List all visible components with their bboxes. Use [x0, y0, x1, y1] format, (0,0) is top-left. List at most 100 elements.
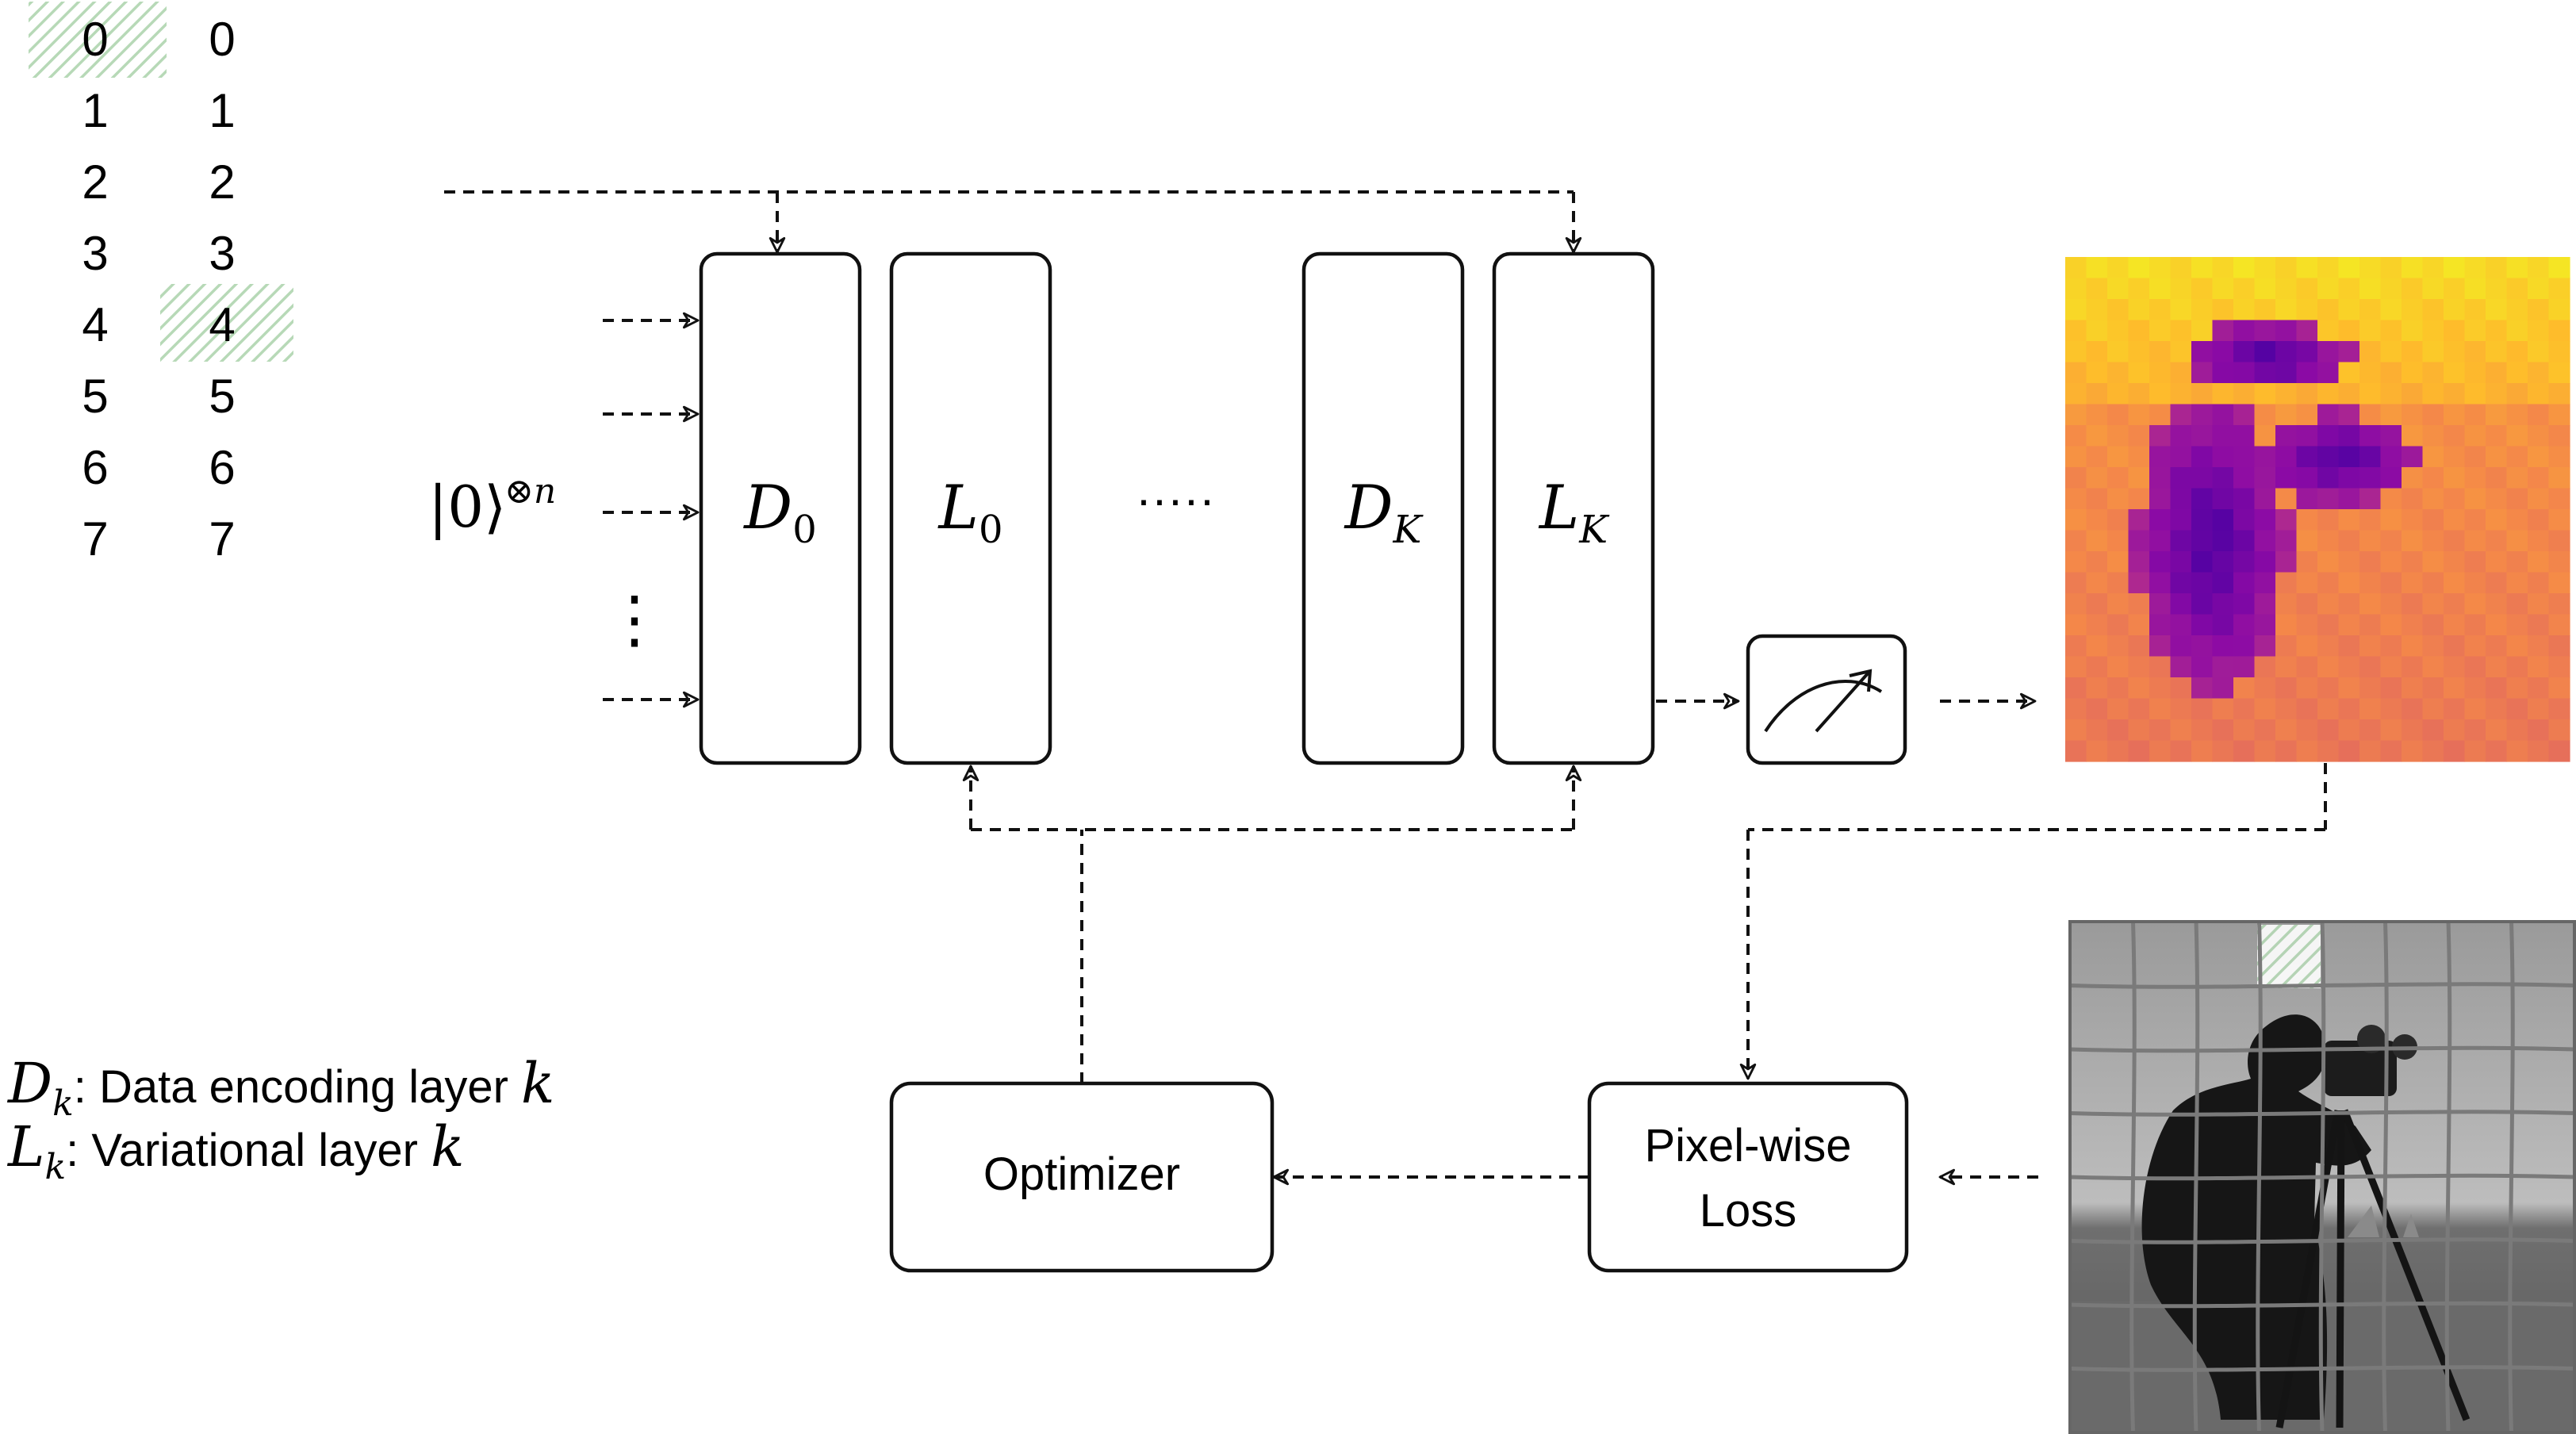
heatmap-cell — [2149, 383, 2172, 405]
heatmap-cell — [2275, 635, 2298, 658]
heatmap-cell — [2402, 383, 2424, 405]
heatmap-cell — [2548, 530, 2570, 552]
heatmap-cell — [2359, 341, 2382, 363]
heatmap-cell — [2444, 278, 2466, 300]
heatmap-cell — [2486, 677, 2508, 700]
heatmap-cell — [2107, 635, 2129, 658]
heatmap-cell — [2380, 446, 2402, 468]
heatmap-cell — [2191, 740, 2214, 762]
data-feed-lines — [444, 190, 1582, 254]
heatmap-cell — [2380, 404, 2402, 426]
optimizer-label: Optimizer — [983, 1148, 1180, 1200]
heatmap-cell — [2486, 383, 2508, 405]
layer-label-l0: L0 — [937, 472, 1002, 552]
heatmap-cell — [2380, 383, 2402, 405]
heatmap-cell — [2212, 257, 2234, 279]
heatmap-cell — [2254, 509, 2276, 531]
heatmap-cell — [2170, 530, 2192, 552]
heatmap-cell — [2338, 740, 2360, 762]
output-heatmap — [2065, 257, 2570, 762]
heatmap-cell — [2528, 362, 2550, 384]
heatmap-cell — [2233, 509, 2256, 531]
heatmap-cell — [2548, 488, 2570, 510]
heatmap-cell — [2380, 572, 2402, 594]
heatmap-cell — [2149, 740, 2172, 762]
photo-grid-line — [2069, 1301, 2575, 1309]
heatmap-cell — [2317, 509, 2340, 531]
heatmap-cell — [2528, 656, 2550, 678]
heatmap-cell — [2254, 446, 2276, 468]
heatmap-cell — [2464, 635, 2486, 658]
heatmap-cell — [2444, 677, 2466, 700]
heatmap-cell — [2254, 362, 2276, 384]
heatmap-cell — [2065, 572, 2087, 594]
layer-box-d0 — [699, 251, 862, 765]
heatmap-cell — [2338, 698, 2360, 720]
heatmap-cell — [2149, 362, 2172, 384]
heatmap-cell — [2422, 698, 2444, 720]
heatmap-cell — [2359, 320, 2382, 342]
heatmap-cell — [2296, 572, 2318, 594]
heatmap-cell — [2191, 278, 2214, 300]
heatmap-cell — [2359, 677, 2382, 700]
heatmap-cell — [2486, 446, 2508, 468]
heatmap-cell — [2107, 677, 2129, 700]
heatmap-cell — [2464, 467, 2486, 489]
heatmap-cell — [2107, 299, 2129, 321]
heatmap-cell — [2107, 425, 2129, 447]
heatmap-cell — [2296, 719, 2318, 742]
heatmap-cell — [2296, 320, 2318, 342]
heatmap-cell — [2402, 341, 2424, 363]
heatmap-cell — [2170, 656, 2192, 678]
heatmap-cell — [2191, 425, 2214, 447]
heatmap-cell — [2086, 572, 2108, 594]
heatmap-cell — [2528, 551, 2550, 573]
heatmap-cell — [2128, 551, 2150, 573]
heatmap-cell — [2233, 257, 2256, 279]
heatmap-cell — [2296, 467, 2318, 489]
heatmap-cell — [2107, 698, 2129, 720]
heatmap-cell — [2065, 698, 2087, 720]
heatmap-cell — [2402, 551, 2424, 573]
heatmap-cell — [2107, 278, 2129, 300]
heatmap-cell — [2338, 278, 2360, 300]
heatmap-cell — [2170, 299, 2192, 321]
heatmap-cell — [2506, 530, 2528, 552]
heatmap-cell — [2254, 341, 2276, 363]
heatmap-cell — [2486, 740, 2508, 762]
heatmap-cell — [2528, 257, 2550, 279]
heatmap-cell — [2191, 656, 2214, 678]
heatmap-cell — [2317, 320, 2340, 342]
heatmap-cell — [2317, 425, 2340, 447]
heatmap-cell — [2506, 572, 2528, 594]
heatmap-cell — [2486, 320, 2508, 342]
heatmap-cell — [2296, 488, 2318, 510]
heatmap-cell — [2464, 656, 2486, 678]
heatmap-cell — [2233, 530, 2256, 552]
heatmap-cell — [2296, 341, 2318, 363]
legend: Dk: Data encoding layer k Lk: Variationa… — [6, 1051, 554, 1187]
heatmap-cell — [2233, 299, 2256, 321]
heatmap-cell — [2233, 362, 2256, 384]
heatmap-cell — [2170, 320, 2192, 342]
heatmap-cell — [2486, 488, 2508, 510]
heatmap-cell — [2149, 467, 2172, 489]
heatmap-cell — [2528, 425, 2550, 447]
heatmap-cell — [2422, 572, 2444, 594]
heatmap-cell — [2422, 614, 2444, 636]
heatmap-cell — [2548, 299, 2570, 321]
heatmap-cell — [2464, 593, 2486, 615]
heatmap-cell — [2486, 719, 2508, 742]
heatmap-cell — [2233, 446, 2256, 468]
heatmap-cell — [2444, 299, 2466, 321]
heatmap-cell — [2528, 719, 2550, 742]
heatmap-cell — [2128, 425, 2150, 447]
heatmap-cell — [2380, 488, 2402, 510]
heatmap-cell — [2359, 425, 2382, 447]
heatmap-cell — [2422, 677, 2444, 700]
right-index-2: 2 — [209, 155, 235, 209]
heatmap-cell — [2359, 572, 2382, 594]
heatmap-cell — [2275, 677, 2298, 700]
heatmap-cell — [2149, 278, 2172, 300]
heatmap-cell — [2486, 425, 2508, 447]
